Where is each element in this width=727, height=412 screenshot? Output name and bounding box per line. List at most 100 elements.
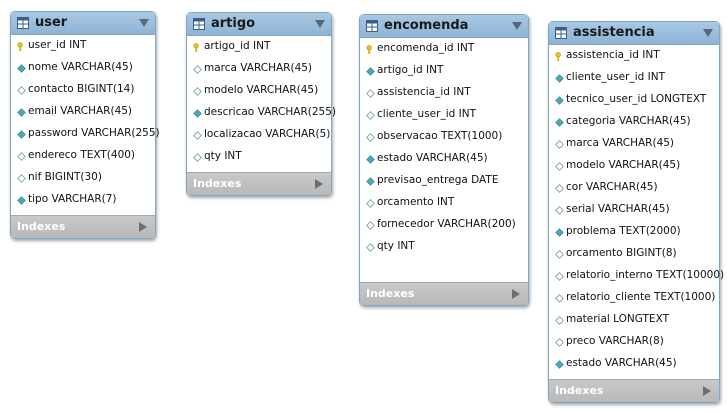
column-row[interactable]: previsao_entrega DATE	[360, 170, 528, 192]
arrow-right-icon[interactable]	[139, 222, 147, 232]
indexes-bar[interactable]: Indexes	[11, 215, 155, 238]
column-row[interactable]: qty INT	[360, 236, 528, 258]
table-title: user	[35, 15, 68, 30]
key-icon	[17, 42, 23, 51]
key-icon	[366, 45, 372, 54]
table-header[interactable]: assistencia	[549, 22, 719, 45]
column-definition: cor VARCHAR(45)	[566, 181, 658, 193]
column-row[interactable]: orcamento BIGINT(8)	[549, 243, 719, 265]
indexes-label: Indexes	[193, 177, 242, 190]
caret-down-icon[interactable]	[703, 29, 713, 37]
column-row[interactable]: artigo_id INT	[360, 60, 528, 82]
column-row[interactable]: estado VARCHAR(45)	[360, 148, 528, 170]
column-row[interactable]: qty INT	[187, 146, 331, 168]
column-row[interactable]: serial VARCHAR(45)	[549, 199, 719, 221]
column-row[interactable]: descricao VARCHAR(255)	[187, 102, 336, 124]
diamond-icon	[555, 206, 564, 215]
diamond-icon	[193, 87, 202, 96]
table-assistencia[interactable]: assistencia assistencia_id INT cliente_us…	[548, 21, 724, 403]
indexes-label: Indexes	[555, 384, 604, 397]
table-header[interactable]: artigo	[187, 13, 331, 36]
column-row[interactable]: contacto BIGINT(14)	[11, 79, 155, 101]
diamond-icon	[555, 250, 564, 259]
column-definition: artigo_id INT	[204, 40, 271, 52]
arrow-right-icon[interactable]	[512, 289, 520, 299]
column-definition: nif BIGINT(30)	[28, 171, 102, 183]
diamond-icon	[17, 152, 26, 161]
column-row[interactable]: modelo VARCHAR(45)	[549, 155, 719, 177]
table-header[interactable]: encomenda	[360, 15, 528, 38]
column-row[interactable]: estado VARCHAR(45)	[549, 353, 719, 375]
column-row[interactable]: endereco TEXT(400)	[11, 145, 155, 167]
diamond-icon	[555, 96, 564, 105]
column-row[interactable]: cliente_user_id INT	[360, 104, 528, 126]
column-row[interactable]: password VARCHAR(255)	[11, 123, 160, 145]
indexes-bar[interactable]: Indexes	[549, 379, 719, 402]
caret-down-icon[interactable]	[315, 20, 325, 28]
column-definition: tipo VARCHAR(7)	[28, 193, 117, 205]
column-row[interactable]: fornecedor VARCHAR(200)	[360, 214, 528, 236]
column-row[interactable]: relatorio_interno TEXT(10000)	[549, 265, 724, 287]
column-row[interactable]: nif BIGINT(30)	[11, 167, 155, 189]
column-row[interactable]: artigo_id INT	[187, 36, 331, 58]
column-row[interactable]: cliente_user_id INT	[549, 67, 719, 89]
column-definition: assistencia_id INT	[566, 49, 660, 61]
column-definition: relatorio_interno TEXT(10000)	[566, 269, 725, 281]
column-row[interactable]: observacao TEXT(1000)	[360, 126, 528, 148]
column-row[interactable]: modelo VARCHAR(45)	[187, 80, 331, 102]
column-row[interactable]: assistencia_id INT	[360, 82, 528, 104]
table-title: assistencia	[573, 25, 655, 40]
column-row[interactable]: nome VARCHAR(45)	[11, 57, 155, 79]
column-row[interactable]: relatorio_cliente TEXT(1000)	[549, 287, 719, 309]
caret-down-icon[interactable]	[139, 19, 149, 27]
column-row[interactable]: marca VARCHAR(45)	[187, 58, 331, 80]
column-row[interactable]: cor VARCHAR(45)	[549, 177, 719, 199]
column-definition: marca VARCHAR(45)	[204, 62, 313, 74]
indexes-bar[interactable]: Indexes	[360, 282, 528, 305]
arrow-right-icon[interactable]	[703, 386, 711, 396]
column-row[interactable]: tipo VARCHAR(7)	[11, 189, 155, 211]
indexes-bar[interactable]: Indexes	[187, 172, 331, 195]
column-definition: assistencia_id INT	[377, 86, 471, 98]
table-icon	[366, 20, 378, 32]
key-icon	[193, 43, 199, 52]
column-definition: modelo VARCHAR(45)	[566, 159, 681, 171]
column-definition: orcamento BIGINT(8)	[566, 247, 677, 259]
column-list: user_id INT nome VARCHAR(45)contacto BIGI…	[11, 35, 160, 211]
column-definition: password VARCHAR(255)	[28, 127, 160, 139]
arrow-right-icon[interactable]	[315, 179, 323, 189]
column-definition: fornecedor VARCHAR(200)	[377, 218, 516, 230]
diamond-icon	[555, 118, 564, 127]
column-definition: descricao VARCHAR(255)	[204, 106, 336, 118]
column-definition: endereco TEXT(400)	[28, 149, 136, 161]
column-row[interactable]: assistencia_id INT	[549, 45, 719, 67]
table-header[interactable]: user	[11, 12, 155, 35]
column-row[interactable]: problema TEXT(2000)	[549, 221, 719, 243]
column-row[interactable]: user_id INT	[11, 35, 155, 57]
diamond-icon	[555, 140, 564, 149]
column-definition: qty INT	[377, 240, 415, 252]
table-user[interactable]: user user_id INT nome VARCHAR(45)contacto…	[10, 11, 160, 239]
diamond-icon	[193, 109, 202, 118]
column-row[interactable]: categoria VARCHAR(45)	[549, 111, 719, 133]
diamond-icon	[366, 199, 375, 208]
column-definition: user_id INT	[28, 39, 87, 51]
column-row[interactable]: email VARCHAR(45)	[11, 101, 155, 123]
column-definition: relatorio_cliente TEXT(1000)	[566, 291, 716, 303]
column-row[interactable]: orcamento INT	[360, 192, 528, 214]
column-row[interactable]: encomenda_id INT	[360, 38, 528, 60]
table-artigo[interactable]: artigo artigo_id INT marca VARCHAR(45) mod…	[186, 12, 336, 196]
diamond-icon	[17, 196, 26, 205]
column-row[interactable]: preco VARCHAR(8)	[549, 331, 719, 353]
column-row[interactable]: marca VARCHAR(45)	[549, 133, 719, 155]
column-definition: qty INT	[204, 150, 242, 162]
column-row[interactable]: material LONGTEXT	[549, 309, 719, 331]
diamond-icon	[17, 174, 26, 183]
column-row[interactable]: tecnico_user_id LONGTEXT	[549, 89, 719, 111]
column-row[interactable]: localizacao VARCHAR(5)	[187, 124, 331, 146]
column-definition: localizacao VARCHAR(5)	[204, 128, 331, 140]
caret-down-icon[interactable]	[512, 22, 522, 30]
diamond-icon	[17, 108, 26, 117]
